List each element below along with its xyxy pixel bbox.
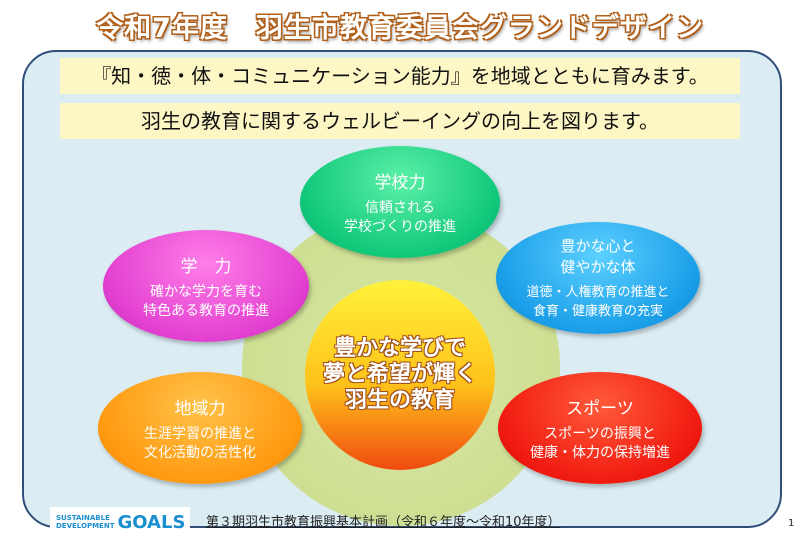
pillar-desc: 生涯学習の推進と (144, 425, 256, 442)
sdgs-line1: SUSTAINABLE (56, 514, 110, 522)
sdgs-line2: DEVELOPMENT (56, 522, 115, 530)
pillar-academic: 学 力 確かな学力を育む 特色ある教育の推進 (103, 230, 309, 342)
pillar-desc: 特色ある教育の推進 (143, 302, 269, 319)
page-number: 1 (788, 518, 795, 529)
pillar-title: スポーツ (566, 398, 634, 419)
pillar-desc: 学校づくりの推進 (344, 218, 456, 235)
pillar-title: 地域力 (174, 398, 226, 419)
center-line-2: 夢と希望が輝く (322, 362, 477, 387)
pillar-desc: スポーツの振興と (544, 425, 656, 442)
pillar-desc: 確かな学力を育む (150, 283, 262, 300)
pillar-title: 学校力 (374, 172, 426, 193)
center-line-1: 豊かな学びで (333, 336, 466, 361)
pillar-heart-body: 豊かな心と 健やかな体 道徳・人権教育の推進と 食育・健康教育の充実 (496, 222, 700, 334)
pillar-desc: 信頼される (365, 199, 435, 216)
pillar-desc: 文化活動の活性化 (144, 444, 256, 461)
pillar-community: 地域力 生涯学習の推進と 文化活動の活性化 (98, 372, 302, 484)
center-circle: 豊かな学びで 夢と希望が輝く 羽生の教育 (305, 280, 495, 470)
plan-caption: 第３期羽生市教育振興基本計画（令和６年度～令和10年度） (206, 515, 561, 530)
banner-wellbeing: 羽生の教育に関するウェルビーイングの向上を図ります。 (60, 103, 740, 139)
pillar-school: 学校力 信頼される 学校づくりの推進 (300, 146, 500, 258)
pillar-desc: 食育・健康教育の充実 (532, 304, 663, 319)
pillar-title: 健やかな体 (560, 258, 636, 276)
pillar-sports: スポーツ スポーツの振興と 健康・体力の保持増進 (498, 372, 702, 484)
pillar-desc: 健康・体力の保持増進 (530, 444, 670, 461)
pillar-title: 学 力 (180, 256, 232, 277)
pillar-desc: 道徳・人権教育の推進と (526, 285, 670, 300)
pillar-title: 豊かな心と (560, 237, 636, 255)
page-title: 令和7年度 羽生市教育委員会グランドデザイン (96, 13, 704, 44)
banner-goal: 『知・徳・体・コミュニケーション能力』を地域とともに育みます。 (60, 58, 740, 94)
center-line-3: 羽生の教育 (344, 388, 455, 413)
sdgs-goals: GOALS (117, 511, 186, 533)
